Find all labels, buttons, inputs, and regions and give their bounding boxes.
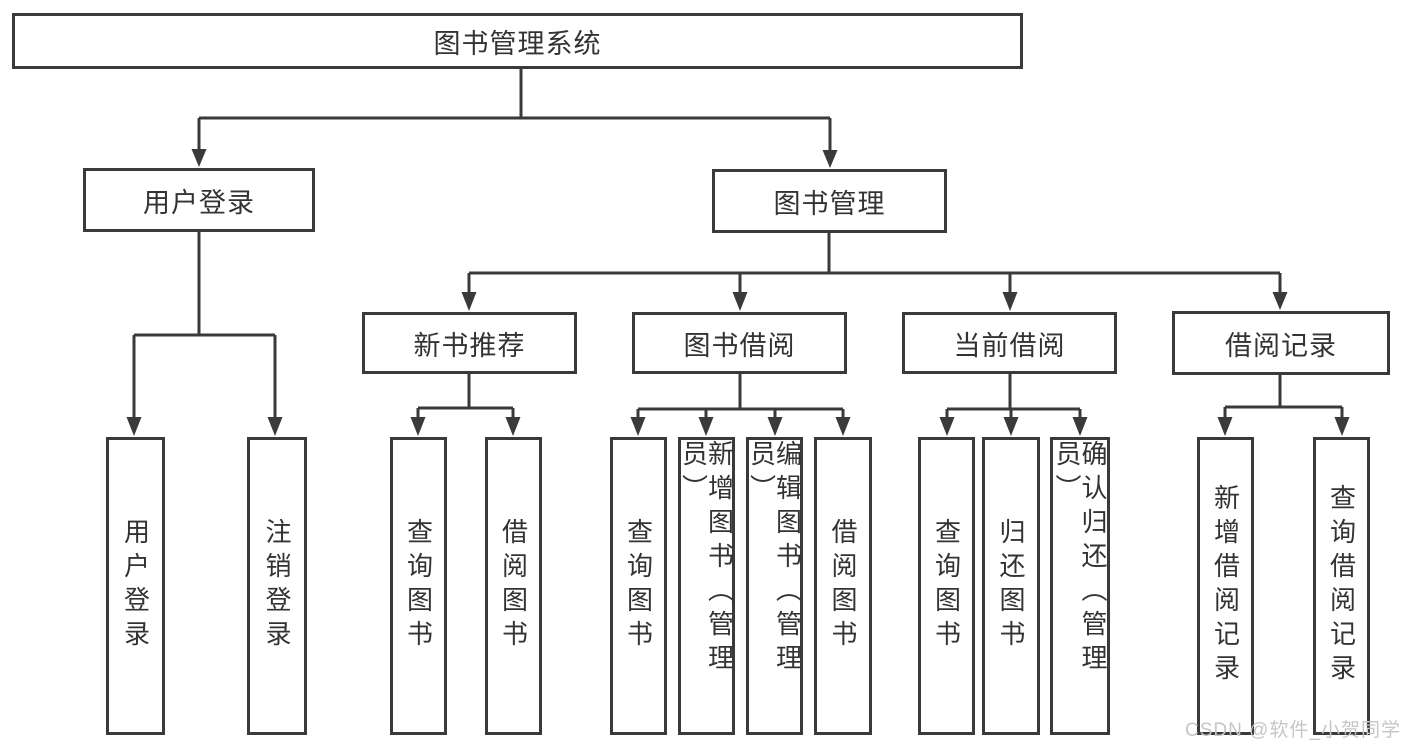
node-user-login-label: 用户登录 — [143, 187, 255, 218]
leaf-query-books-borrowing-label: 查询图书 — [623, 518, 654, 654]
leaf-user-login-label: 用户登录 — [120, 518, 151, 654]
leaf-borrow-books-recommend-label: 借阅图书 — [498, 518, 529, 654]
node-new-book-recommendation: 新书推荐 — [362, 312, 577, 374]
leaf-query-books-current-label: 查询图书 — [931, 518, 962, 654]
edge-current-borrowing-to-leaves — [939, 374, 1088, 436]
leaf-add-borrow-record-label: 新增借阅记录 — [1210, 484, 1241, 688]
node-book-management: 图书管理 — [712, 169, 947, 233]
leaf-query-borrow-record: 查询借阅记录 — [1313, 437, 1370, 735]
leaf-return-books: 归还图书 — [982, 437, 1040, 735]
leaf-logout-label: 注销登录 — [262, 518, 292, 654]
node-current-borrowing-label: 当前借阅 — [953, 330, 1066, 361]
leaf-add-borrow-record: 新增借阅记录 — [1197, 437, 1254, 735]
leaf-confirm-return-admin-label: 确认归还（管理员） — [1052, 440, 1108, 678]
edge-borrowing-records-to-leaves — [1217, 375, 1350, 436]
watermark-text: CSDN @软件_小贺同学 — [1185, 720, 1401, 741]
node-user-login: 用户登录 — [83, 168, 315, 232]
leaf-query-books-borrowing: 查询图书 — [610, 437, 667, 735]
node-root: 图书管理系统 — [12, 13, 1023, 69]
leaf-borrow-books-recommend: 借阅图书 — [485, 437, 542, 735]
leaf-query-books-recommend: 查询图书 — [390, 437, 447, 735]
leaf-borrow-books-borrowing: 借阅图书 — [814, 437, 872, 735]
node-book-borrowing-label: 图书借阅 — [683, 330, 796, 361]
leaf-add-book-admin: 新增图书（管理员） — [678, 437, 735, 735]
leaf-add-book-admin-label: 新增图书（管理员） — [678, 440, 735, 678]
node-book-borrowing: 图书借阅 — [632, 312, 847, 374]
leaf-query-borrow-record-label: 查询借阅记录 — [1326, 484, 1357, 688]
leaf-user-login: 用户登录 — [106, 437, 165, 735]
leaf-confirm-return-admin: 确认归还（管理员） — [1050, 437, 1110, 735]
leaf-return-books-label: 归还图书 — [996, 518, 1026, 654]
leaf-logout: 注销登录 — [247, 437, 307, 735]
leaf-edit-book-admin: 编辑图书（管理员） — [746, 437, 803, 735]
node-root-label: 图书管理系统 — [433, 28, 602, 59]
edge-root-to-level2 — [191, 68, 838, 168]
leaf-query-books-current: 查询图书 — [918, 437, 975, 735]
node-current-borrowing: 当前借阅 — [902, 312, 1117, 374]
node-new-book-recommendation-label: 新书推荐 — [413, 330, 526, 361]
leaf-borrow-books-borrowing-label: 借阅图书 — [828, 518, 858, 654]
node-borrowing-records: 借阅记录 — [1172, 311, 1390, 375]
node-borrowing-records-label: 借阅记录 — [1225, 330, 1337, 361]
leaf-query-books-recommend-label: 查询图书 — [403, 518, 434, 654]
edge-user-login-to-leaves — [126, 232, 283, 436]
edge-book-borrowing-to-leaves — [630, 374, 851, 436]
node-book-management-label: 图书管理 — [773, 188, 886, 219]
edge-new-book-recommendation-to-leaves — [410, 374, 521, 436]
leaf-edit-book-admin-label: 编辑图书（管理员） — [746, 440, 803, 678]
edge-book-management-to-level3 — [461, 233, 1288, 311]
